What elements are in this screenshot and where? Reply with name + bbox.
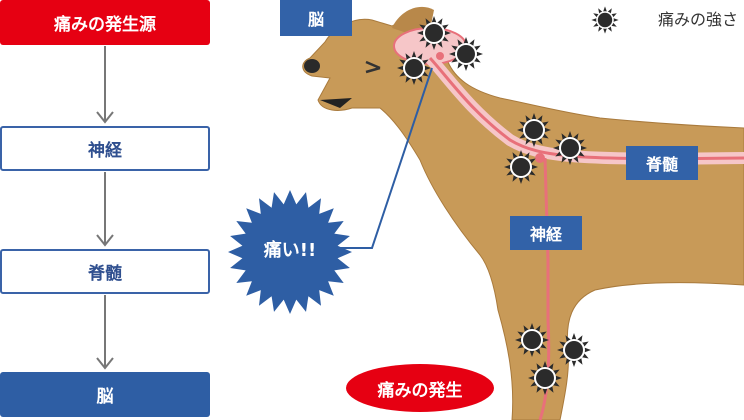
ouch-burst [228,190,352,314]
spiky-pain-icon [591,6,619,34]
pain-markers [397,16,591,395]
dog-illustration [302,6,744,420]
legend: 痛みの強さ [630,6,738,30]
brain-label: 脳 [280,0,352,36]
nerve-label: 神経 [510,216,582,250]
pain-star-icon [515,323,549,357]
pointer-line [330,67,433,249]
pain-star-icon [557,333,591,367]
pain-star-icon [553,131,587,165]
legend-text: 痛みの強さ [657,10,738,29]
pain-star-icon [417,16,451,50]
flow-step-spine: 脊髄 [0,249,210,294]
pain-star-icon [504,150,538,184]
pain-origin-label: 痛みの発生 [346,364,494,412]
pain-star-icon [591,6,619,34]
flow-step-pain-source: 痛みの発生源 [0,0,210,45]
flow-step-nerve: 神経 [0,126,210,171]
flow-arrows [96,46,114,370]
pain-star-icon [517,113,551,147]
pain-star-icon [449,37,483,71]
pain-star-icon [528,361,562,395]
flow-step-brain: 脳 [0,372,210,417]
pain-star-icon [397,51,431,85]
ouch-text: 痛い!! [263,240,317,261]
spine-label: 脊髄 [626,146,698,180]
